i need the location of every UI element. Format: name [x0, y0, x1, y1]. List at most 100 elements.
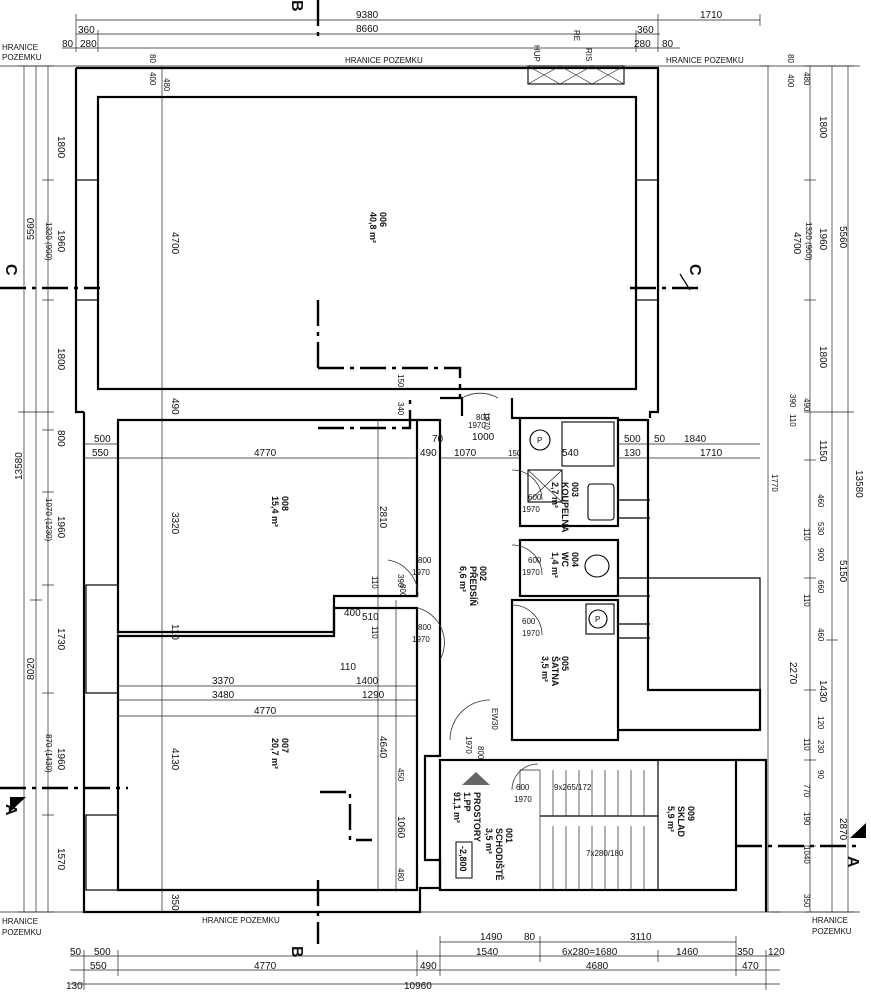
dim-left-in-10: 1570	[55, 848, 66, 871]
door-d-0: 800	[476, 413, 490, 422]
dim-iv-6: 340	[396, 402, 405, 416]
dim-iv-2: 450	[396, 768, 405, 782]
section-c-left: C	[2, 264, 19, 276]
dim-left-d-7: 4130	[169, 748, 180, 771]
dim-top1-0: 360	[78, 25, 95, 36]
wall-room-005	[510, 598, 620, 742]
dim-right-in-27: 190	[802, 812, 811, 826]
dim-ih-3: 490	[420, 448, 437, 459]
room-003-id: 003	[570, 482, 580, 497]
floor-title: PROSTORY	[472, 792, 482, 842]
dim-iv-0: 2810	[377, 506, 388, 529]
room-004-name: WC	[560, 552, 570, 567]
dim-right-in-8: 390	[788, 394, 797, 408]
dim-right-in-6: 4700	[791, 232, 802, 255]
boundary-label-bottom: HRANICE POZEMKU	[202, 916, 280, 925]
dim-left-in-4: 800	[55, 430, 66, 447]
room-007-id: 007	[280, 738, 290, 753]
boundary-corner-br-2: POZEMKU	[812, 927, 852, 936]
floor-area: 91,1 m²	[452, 792, 462, 823]
boundary-label-top-right: HRANICE POZEMKU	[666, 56, 744, 65]
dim-ih-11: 1710	[700, 448, 723, 459]
room-009-id: 009	[686, 806, 696, 821]
dim-left-in-8: 870 (1430)	[44, 734, 53, 773]
door-d-9: 1970	[412, 568, 430, 577]
door-d-10: 800	[418, 623, 432, 632]
dim-ih-4: 1070	[454, 448, 477, 459]
dim-ih-10: 1840	[684, 434, 707, 445]
dim-iv-7: 110	[370, 576, 379, 589]
room-001-id: 001	[504, 828, 514, 843]
dim-right-outer: 13580	[853, 470, 864, 498]
dim-top3-0: 80	[62, 39, 74, 50]
dim-lines-top	[62, 14, 761, 52]
dim-right-in-16: 900	[816, 548, 825, 562]
dim-lines-right	[767, 65, 854, 913]
boundary-corner-tl-1: HRANICE	[2, 43, 38, 52]
dim-bottom2-6: 120	[768, 947, 785, 958]
dim-ih-0: 500	[94, 434, 111, 445]
room-001-name: SCHODIŠTĚ	[494, 828, 505, 881]
dim-right-in-7: 1800	[817, 346, 828, 369]
dim-right-in-4: 1320 (900)	[804, 222, 813, 261]
dim-left-in-6: 1960	[55, 516, 66, 539]
dim-lines-interior	[84, 420, 760, 890]
room-009-area: 5,9 m²	[666, 806, 676, 832]
dim-top1-1: 9380	[356, 10, 379, 21]
tank-circle	[588, 609, 608, 629]
door-d-17: 1970	[482, 412, 491, 430]
room-006-area: 40,8 m²	[368, 212, 378, 243]
door-d-6: 600	[522, 617, 536, 626]
dim-bottom2-5: 350	[737, 947, 754, 958]
room-005-id: 005	[560, 656, 570, 671]
dim-left-d-3: 4700	[169, 232, 180, 255]
axis-b-jog1	[318, 366, 462, 398]
level-box	[455, 841, 473, 879]
dim-ih-19: 110	[340, 662, 356, 673]
dim-left-in-5: 1070 (1230)	[44, 498, 53, 541]
window-left-008	[85, 584, 119, 694]
dim-left-d-2: 480	[162, 78, 171, 92]
room-001-area: 3,5 m²	[484, 828, 494, 854]
section-c-right: C	[686, 264, 703, 276]
stair-upper-label: 9x265/172	[554, 783, 592, 792]
wall-room-007	[116, 606, 419, 892]
dim-bottom1-2: 3110	[630, 932, 652, 943]
wall-right-block	[618, 418, 762, 732]
vent-box	[527, 469, 563, 503]
dim-ih-17: 1290	[362, 690, 385, 701]
dim-top3-2: 280	[634, 39, 651, 50]
section-a-right: A	[844, 856, 861, 868]
dim-top1-2: 1710	[700, 10, 723, 21]
floor-elevation: -2,800	[458, 846, 468, 872]
dim-right-in-25: 90	[816, 770, 825, 779]
shower-tray	[561, 421, 615, 467]
dim-top3-3: 80	[662, 39, 674, 50]
dim-right-in-19: 460	[816, 628, 825, 642]
dim-right-in-28: 1040	[802, 846, 811, 864]
dim-right-in-18: 110	[802, 594, 811, 607]
dim-right-in-15: 110	[802, 528, 811, 541]
room-002-id: 002	[478, 566, 488, 581]
label-re: RE	[572, 30, 581, 41]
room-008-id: 008	[280, 496, 290, 511]
dim-bottom3-1: 4770	[254, 961, 277, 972]
dim-iv-1: 4640	[377, 736, 388, 759]
wall-right-outline	[650, 577, 761, 690]
dim-left-outer: 13580	[14, 452, 25, 480]
dim-ih-15: 1400	[356, 676, 379, 687]
dim-right-in-17: 660	[816, 580, 825, 594]
dim-ih-8: 50	[654, 434, 666, 445]
wall-outer-top	[74, 66, 660, 418]
meter-box-hatch	[527, 65, 625, 85]
dim-ih-6: 540	[562, 448, 579, 459]
door-d-3: 1970	[522, 505, 540, 514]
dim-iv-9: 110	[370, 626, 379, 639]
door-d-11: 1970	[412, 635, 430, 644]
vent-box-cross	[527, 469, 563, 503]
dim-top3-1: 280	[80, 39, 97, 50]
dim-right-in-5: 1960	[817, 228, 828, 251]
room-008-area: 15,4 m²	[270, 496, 280, 527]
dim-right-in-2: 480	[802, 72, 811, 86]
dim-right-in-11: 1150	[817, 440, 828, 462]
